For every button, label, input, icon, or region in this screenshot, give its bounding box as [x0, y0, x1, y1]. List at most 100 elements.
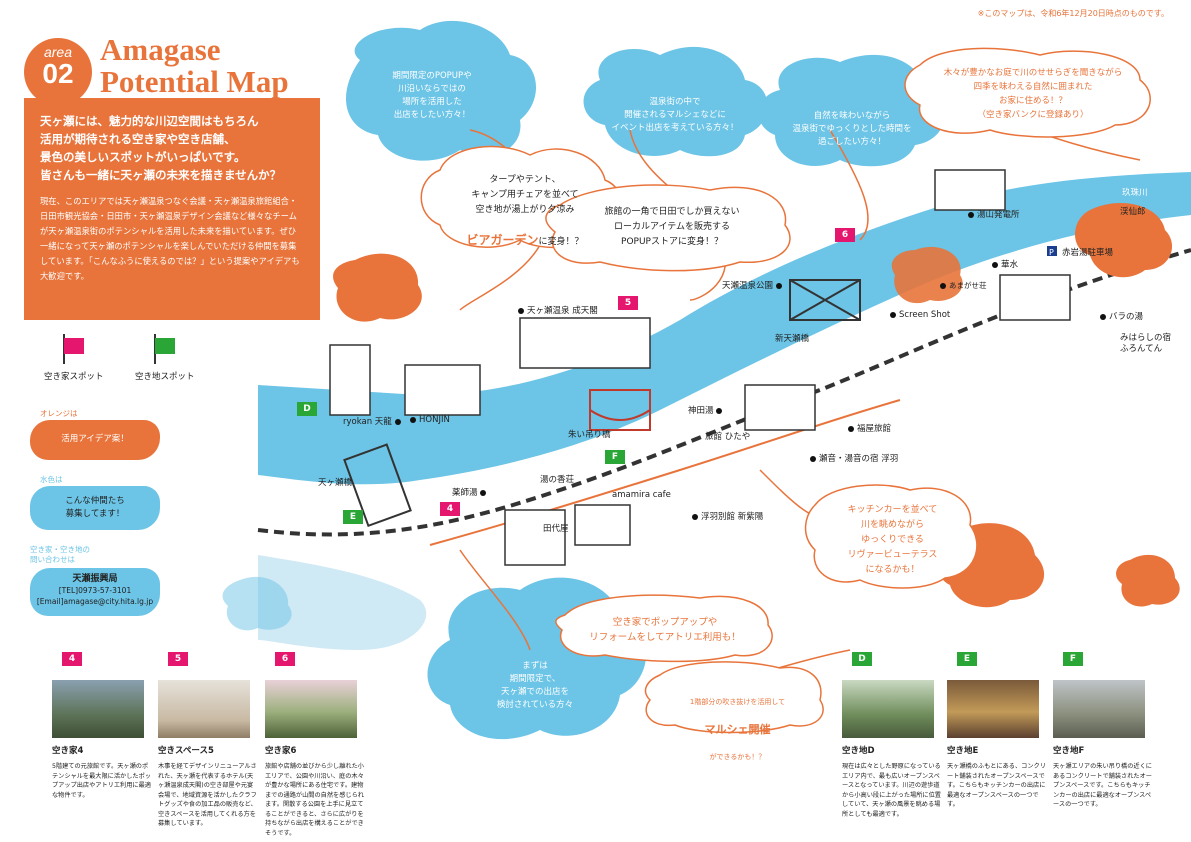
green-flag-icon	[154, 334, 175, 364]
card-F-flag: F	[1063, 652, 1083, 666]
bubble-popup: 旅館の一角で日田でしか買えない ローカルアイテムを販売する POPUPストアに変…	[604, 207, 740, 247]
parking-icon	[1047, 246, 1057, 256]
contact-tel: [TEL]0973-57-3101	[58, 586, 132, 595]
bridge-amagasebashi	[343, 443, 412, 528]
bubble-beer-highlight: ビアガーデン	[466, 233, 539, 247]
place-kamitsuri: 朱い吊り橋	[568, 430, 611, 440]
place-hanamizu-label: 華水	[1001, 260, 1019, 270]
card-4-flag: 4	[62, 652, 82, 666]
card-6-desc: 旅館や店舗の並びから少し離れた小エリアで、公園や川沿い、庭の木々が豊かな場所にあ…	[265, 763, 364, 837]
bubble-kitchen-bg	[804, 484, 978, 589]
bubble-atelier: 空き家でポップアップや リフォームをしてアトリエ利用も！	[589, 617, 741, 643]
bubble-marche-small: 1階部分の吹き抜けを活用して	[689, 698, 786, 706]
place-bara-label: バラの湯	[1109, 312, 1144, 322]
place-dot	[518, 307, 524, 314]
flow-line-6	[459, 549, 531, 651]
card-E[interactable]: E 空き地E 天ヶ瀬橋のふもとにある、コンクリート舗装されたオープンスペースです…	[947, 652, 1047, 810]
card-D-title: 空き地D	[842, 746, 875, 756]
map-flag-E[interactable]: E	[343, 510, 363, 524]
bubble-marche-bg	[644, 661, 824, 734]
place-dot	[968, 211, 974, 218]
place-dot	[775, 282, 782, 289]
pink-flag-icon	[63, 334, 84, 364]
place-dot	[890, 311, 896, 318]
river	[258, 172, 1191, 485]
railway	[257, 248, 1191, 537]
card-6-flag: 6	[275, 652, 295, 666]
place-tashiroya: 田代屋	[543, 524, 569, 534]
place-amamira: amamira cafe	[612, 490, 671, 500]
map-flag-6[interactable]: 6	[835, 228, 855, 242]
orange-blob-8	[1116, 554, 1180, 607]
legend-akichi-label: 空き地スポット	[135, 372, 195, 382]
card-6-title: 空き家6	[265, 746, 297, 756]
place-park: 天瀬温泉公園	[722, 279, 785, 291]
map-flag-D[interactable]: D	[297, 402, 317, 416]
bubble-marche-big: マルシェ開催	[704, 723, 771, 736]
intro-lead: 天ヶ瀬には、魅力的な川辺空間はもちろん 活用が期待される空き家や空き店舗、 景色…	[40, 114, 282, 182]
legend-blue-blob: こんな仲間たち 募集してます！	[30, 486, 160, 530]
card-5-desc: 木事を経てデザインリニューアルされた、天ヶ瀬を代表するホテル(天ヶ瀬温泉成天閣)…	[158, 763, 257, 827]
card-5-flag: 5	[168, 652, 188, 666]
legend-akichi: 空き地スポット	[135, 330, 195, 382]
place-dot	[394, 418, 401, 425]
card-D-flag: D	[852, 652, 872, 666]
place-dot	[410, 416, 416, 423]
card-6[interactable]: 6 空き家6 旅館や店舗の並びから少し離れた小エリアで、公園や川沿い、庭の木々が…	[265, 652, 365, 838]
place-dot	[480, 489, 487, 496]
map-flag-4[interactable]: 4	[440, 502, 460, 516]
buildings	[329, 169, 1071, 566]
place-screen: Screen Shot	[890, 310, 950, 320]
svg-text:P: P	[1049, 248, 1054, 257]
place-amagase-sou-label: あまがせ荘	[949, 281, 987, 290]
place-dot	[1100, 313, 1106, 320]
map-flag-5[interactable]: 5	[618, 296, 638, 310]
map-flag-6-label: 6	[835, 228, 855, 242]
legend-orange-blob: 活用アイデア案！	[30, 420, 160, 460]
place-park-label: 天瀬温泉公園	[722, 281, 774, 291]
title-line-1: Amagase	[100, 32, 221, 67]
cloud-text-1: 期間限定のPOPUPや 川沿いならではの 場所を活用した 出店をしたい方々！	[392, 71, 472, 120]
page-title: Amagase Potential Map	[100, 34, 289, 98]
river-lower	[258, 555, 427, 650]
title-line-2: Potential Map	[100, 64, 289, 99]
place-fukuya: 福屋旅館	[848, 422, 891, 434]
orange-blob-10	[222, 576, 292, 631]
map-flag-F[interactable]: F	[605, 450, 625, 464]
card-F[interactable]: F 空き地F 天ヶ瀬エリアの朱い吊り橋の近くにあるコンクリートで舗装されたオープ…	[1053, 652, 1153, 810]
place-ukiha: 浮羽別館 新紫陽	[692, 510, 763, 522]
place-yakushiyu: 薬師湯	[452, 486, 489, 498]
orange-blob-9	[333, 253, 422, 322]
place-dot	[992, 261, 998, 268]
card-4[interactable]: 4 空き家4 5階建ての元旅館です。天ヶ瀬のポテンシャルを最大限に活かしたポップ…	[52, 652, 152, 800]
map-flag-F-label: F	[605, 450, 625, 464]
place-fukuya-label: 福屋旅館	[857, 424, 892, 434]
intro-box: 天ヶ瀬には、魅力的な川辺空間はもちろん 活用が期待される空き家や空き店舗、 景色…	[24, 98, 320, 320]
place-dot	[716, 407, 723, 414]
place-honjin: HONJIN	[410, 415, 450, 425]
place-hanamizu: 華水	[992, 258, 1018, 270]
place-ryokan-tenryu: ryokan 天龍	[343, 415, 404, 427]
bubble-marche-end: ができるかも！？	[709, 753, 766, 761]
card-6-photo	[265, 680, 357, 738]
card-D[interactable]: D 空き地D 現在は広々とした野原になっているエリア内で、最も広いオープンスペー…	[842, 652, 942, 819]
card-D-photo	[842, 680, 934, 738]
place-amagase-sou: あまがせ荘	[940, 280, 987, 291]
place-dot	[810, 455, 816, 462]
place-mihara: みはらしの宿 ふろんてん	[1120, 333, 1172, 354]
card-5[interactable]: 5 空きスペース5 木事を経てデザインリニューアルされた、天ヶ瀬を代表するホテル…	[158, 652, 258, 829]
contact-caption: 空き家・空き地の 問い合わせは	[30, 545, 90, 564]
legend-akiya: 空き家スポット	[44, 330, 104, 382]
place-hitaya: 旅館 ひたや	[705, 432, 751, 442]
place-seiseikaku-label: 天ヶ瀬温泉 成天閣	[527, 306, 598, 316]
bubble-kitchen: キッチンカーを並べて 川を眺めながら ゆっくりできる リヴァービューテラス にな…	[847, 505, 938, 575]
place-seseragi-label: 瀬音・湯音の宿 浮羽	[819, 454, 899, 464]
place-parking: 赤岩湯駐車場	[1062, 248, 1114, 258]
place-ryokan-tenryu-label: ryokan 天龍	[343, 417, 392, 427]
place-dot	[692, 513, 698, 520]
card-4-title: 空き家4	[52, 746, 84, 756]
cloud-text-3: 自然を味わいながら 温泉街でゆっくりとした時間を 過ごしたい方々！	[792, 111, 912, 147]
cloud-text-4: まずは 期間限定で、 天ヶ瀬での出店を 検討されている方々	[496, 661, 574, 710]
legend-orange-caption: オレンジは	[40, 409, 78, 418]
